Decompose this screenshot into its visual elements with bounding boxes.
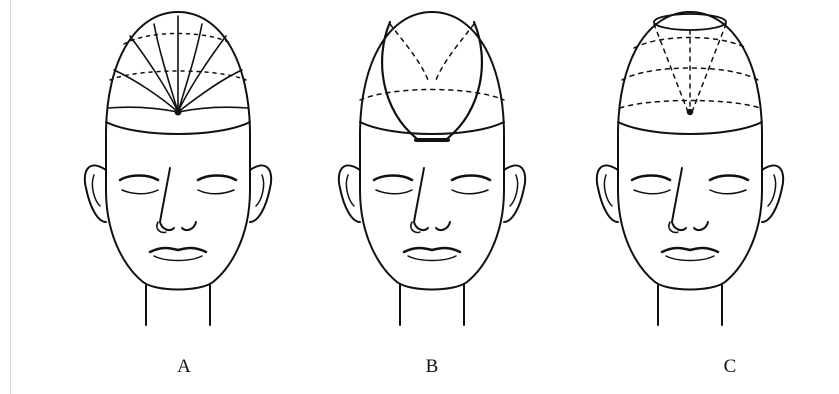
figure-a: A xyxy=(58,0,298,394)
left-border-rule xyxy=(10,0,11,394)
head-c-illustration xyxy=(570,0,810,340)
head-a-illustration xyxy=(58,0,298,340)
figure-c-label: C xyxy=(710,356,750,378)
head-b-illustration xyxy=(312,0,552,340)
figure-a-label: A xyxy=(164,356,204,378)
figure-c: C xyxy=(570,0,810,394)
figure-b-label: B xyxy=(412,356,452,378)
figure-b: B xyxy=(312,0,552,394)
